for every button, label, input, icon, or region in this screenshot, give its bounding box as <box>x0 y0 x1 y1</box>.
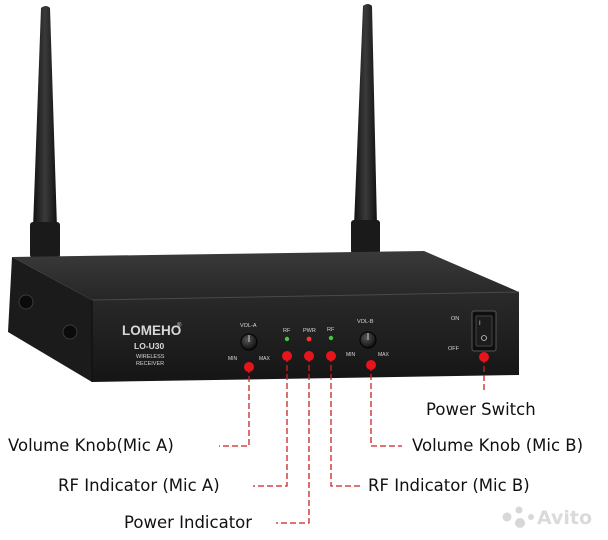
rf-b-led <box>328 335 334 341</box>
markers <box>244 351 489 372</box>
volume-knob-a[interactable]: VOL-A MIN MAX <box>228 323 271 362</box>
receiver-body <box>8 251 520 382</box>
pwr-led <box>306 336 312 342</box>
vol-b-label: VOL-B <box>357 319 374 325</box>
callout-rf-indicator-b: RF Indicator (Mic B) <box>368 476 530 495</box>
leader-lines <box>219 356 485 524</box>
brand-registered-mark: ® <box>177 322 182 329</box>
subtitle-wireless: WIRELESS <box>136 354 165 360</box>
power-switch[interactable]: ON OFF I <box>448 310 497 352</box>
leader-volume-a <box>219 367 250 447</box>
brand-label: LOMEHO ® LO-U30 WIRELESS RECEIVER <box>122 322 182 367</box>
model-number: LO-U30 <box>134 341 165 351</box>
rf-a-label: RF <box>283 328 291 334</box>
antenna-right <box>351 4 380 254</box>
marker-volume-b <box>366 360 376 370</box>
antenna-left <box>30 6 60 258</box>
subtitle-receiver: RECEIVER <box>136 361 164 367</box>
callout-power-switch: Power Switch <box>426 400 536 419</box>
vol-b-min-label: MIN <box>346 352 356 358</box>
marker-rf-b <box>326 351 336 361</box>
pwr-label: PWR <box>303 328 316 334</box>
leader-volume-b <box>370 365 402 447</box>
marker-rf-a <box>282 351 292 361</box>
rf-b-label: RF <box>327 327 335 333</box>
switch-off-label: OFF <box>448 346 460 352</box>
avito-logo: Avito <box>502 506 592 529</box>
switch-on-label: ON <box>451 316 459 322</box>
callout-volume-knob-b: Volume Knob (Mic B) <box>412 436 584 455</box>
volume-knob-b[interactable]: VOL-B MIN MAX <box>346 319 390 358</box>
vol-a-label: VOL-A <box>240 323 257 329</box>
vol-a-min-label: MIN <box>228 356 238 362</box>
leader-rf-a <box>253 356 288 487</box>
callout-power-indicator: Power Indicator <box>124 513 253 532</box>
marker-volume-a <box>244 362 254 372</box>
marker-power <box>304 351 314 361</box>
leader-rf-b <box>330 356 360 487</box>
led-cluster: RF PWR RF <box>283 327 335 342</box>
watermark-text: Avito <box>537 507 592 529</box>
leader-power <box>276 356 310 524</box>
callout-volume-knob-a: Volume Knob(Mic A) <box>8 436 174 455</box>
vol-a-max-label: MAX <box>259 356 271 362</box>
brand-name: LOMEHO <box>122 323 181 338</box>
callout-rf-indicator-a: RF Indicator (Mic A) <box>58 476 220 495</box>
svg-text:I: I <box>479 321 481 327</box>
vol-b-max-label: MAX <box>378 352 390 358</box>
marker-power-switch <box>479 352 489 362</box>
rf-a-led <box>284 336 290 342</box>
